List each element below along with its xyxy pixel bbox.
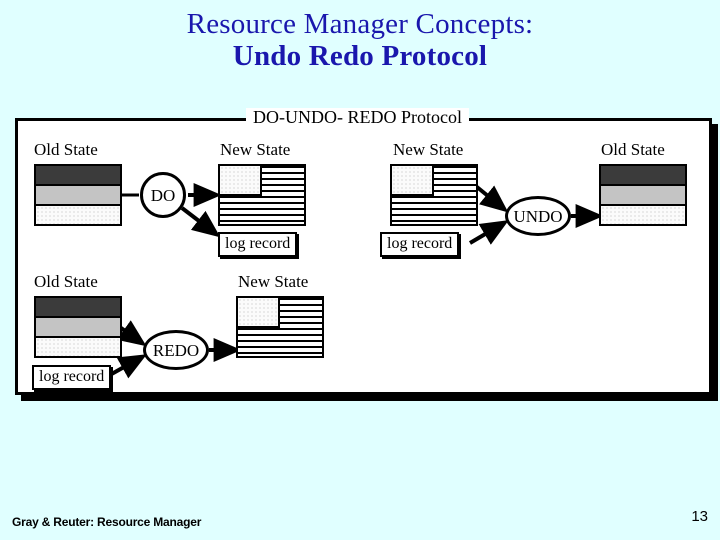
state-band-mid bbox=[36, 318, 120, 338]
undo-operation-node[interactable]: UNDO bbox=[505, 196, 571, 236]
state-canton bbox=[220, 166, 262, 196]
do-new-state-block bbox=[218, 164, 306, 226]
do-operation-node[interactable]: DO bbox=[140, 172, 186, 218]
label-undo-old-state: Old State bbox=[601, 140, 665, 159]
state-band-dark bbox=[601, 166, 685, 186]
page-title-line-2: Undo Redo Protocol bbox=[232, 40, 488, 73]
do-log-record-box: log record bbox=[218, 232, 298, 258]
state-band-light bbox=[36, 206, 120, 224]
state-canton bbox=[238, 298, 280, 328]
label-do-new-state: New State bbox=[220, 140, 291, 159]
edge-logrecord-to-redo bbox=[107, 354, 147, 379]
redo-new-state-block bbox=[236, 296, 324, 358]
state-band-light bbox=[36, 338, 120, 356]
redo-old-state-block bbox=[34, 296, 122, 358]
label-undo-new-state: New State bbox=[393, 140, 464, 159]
redo-log-record-box: log record bbox=[32, 365, 112, 391]
undo-new-state-block bbox=[390, 164, 478, 226]
redo-operation-node[interactable]: REDO bbox=[143, 330, 209, 370]
page-number: 13 bbox=[691, 508, 708, 525]
footer-credit: Gray & Reuter: Resource Manager bbox=[12, 515, 202, 529]
label-redo-old-state: Old State bbox=[34, 272, 98, 291]
page-title-line-1: Resource Manager Concepts: bbox=[186, 8, 534, 40]
label-redo-new-state: New State bbox=[238, 272, 309, 291]
state-band-dark bbox=[36, 298, 120, 318]
undo-old-state-block bbox=[599, 164, 687, 226]
label-do-old-state: Old State bbox=[34, 140, 98, 159]
state-canton bbox=[392, 166, 434, 196]
state-band-mid bbox=[601, 186, 685, 206]
edge-logrecord-to-undo bbox=[468, 220, 509, 245]
edge-do-to-logrecord bbox=[180, 206, 221, 238]
figure-panel: DO-UNDO- REDO Protocol Old State D bbox=[15, 108, 712, 395]
state-band-light bbox=[601, 206, 685, 224]
page-title: Resource Manager Concepts: Undo Redo Pro… bbox=[0, 8, 720, 73]
undo-log-record-box: log record bbox=[380, 232, 460, 258]
state-band-mid bbox=[36, 186, 120, 206]
state-band-dark bbox=[36, 166, 120, 186]
do-old-state-block bbox=[34, 164, 122, 226]
figure-legend: DO-UNDO- REDO Protocol bbox=[246, 108, 469, 126]
